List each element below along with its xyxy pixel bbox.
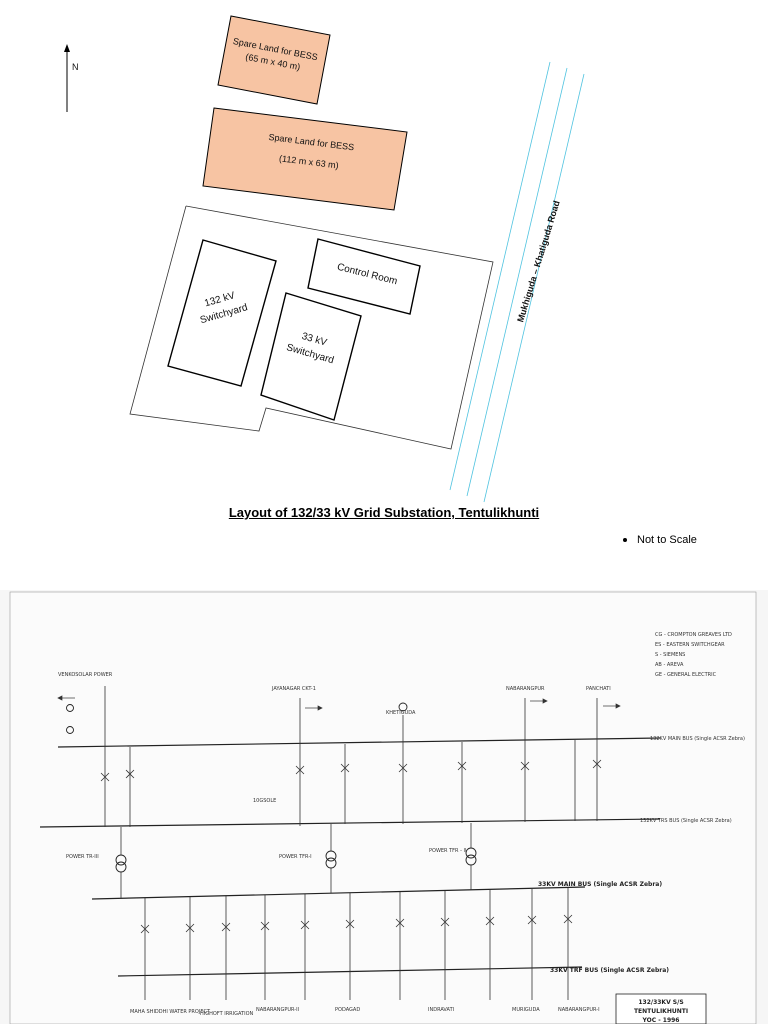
feeder-label-0: VENKOSOLAR POWER [58,672,113,678]
bus-33-main [91,886,586,900]
north-label: N [72,62,79,72]
bottom-feeder-0: MAHA SHIDDHI WATER PROJECT [130,1009,211,1015]
bus-132-trs [39,818,661,828]
la-arrows [57,695,621,711]
bus-33-main-label: 33KV MAIN BUS (Single ACSR Zebra) [538,881,662,888]
switchyard-33kv-block [260,292,362,421]
legend-block: CG - CROMPTON GREAVES LTD ES - EASTERN S… [655,632,732,678]
feeder-drops-top [104,686,598,827]
sld-drawing: 132KV MAIN BUS (Single ACSR Zebra) 132KV… [9,591,757,1025]
bottom-feeder-5: MURIGUDA [512,1007,540,1013]
bus-33-trf-label: 33KV TRF BUS (Single ACSR Zebra) [550,967,669,974]
site-boundary [129,205,494,450]
bullet-icon [623,538,627,543]
legend-1: ES - EASTERN SWITCHGEAR [655,642,725,648]
north-arrow-icon [64,44,70,112]
single-line-diagram: 132KV MAIN BUS (Single ACSR Zebra) 132KV… [0,590,768,1025]
breaker-symbols-top [100,759,602,782]
feeder-label-3: NABARANGPUR [506,686,545,692]
legend-0: CG - CROMPTON GREAVES LTD [655,632,732,638]
bess-large-plot [202,107,408,211]
legend-2: S - SIEMENS [655,652,685,658]
switchyard-132kv-block [167,239,277,387]
bottom-feeder-3: PODAGAD [335,1007,360,1013]
power-tr-left-label: POWER TR-III [66,854,99,860]
bottom-feeder-1: HIGHOFT IRRIGATION [200,1011,254,1017]
road-lines [449,61,585,503]
title-block-line2: TENTULIKHUNTI [634,1008,688,1015]
transformer-links [120,823,472,899]
breaker-symbols-33kv [140,914,573,934]
feeder-label-4: PANCHATI [586,686,611,692]
legend-4: GE - GENERAL ELECTRIC [655,672,717,678]
site-layout-drawing [64,15,585,503]
bottom-feeder-2: NABARANGPUR-II [256,1007,299,1013]
bottom-feeder-4: INDRAVATI [428,1007,454,1013]
note-text: Not to Scale [637,534,697,546]
ptr-2-label: POWER TFR - II [429,848,466,854]
legend-3: AB - AREVA [655,662,684,668]
bus-132-main [57,737,661,748]
title-block-line1: 132/33KV S/S [638,999,683,1006]
note-not-to-scale: Not to Scale [623,534,697,546]
bess-small-plot [217,15,331,105]
bays-left-label: 10GSOLE [253,798,276,804]
bus-132-trs-label: 132KV TRS BUS (Single ACSR Zebra) [640,818,732,824]
control-room-block [307,238,421,315]
feeder-drops-33kv [144,888,569,1000]
title-block-frame [615,993,707,1025]
title-block-line3: YOC - 1996 [641,1017,679,1024]
feeder-label-1: JAYANAGAR CKT-1 [271,686,316,692]
ptr-1-label: POWER TFR-I [279,854,312,860]
bottom-feeder-6: NABARANGPUR-I [558,1007,600,1013]
feeder-label-2: KHETIGUDA [386,710,416,716]
layout-title: Layout of 132/33 kV Grid Substation, Ten… [228,505,540,520]
bus-132-main-label: 132KV MAIN BUS (Single ACSR Zebra) [650,736,745,742]
